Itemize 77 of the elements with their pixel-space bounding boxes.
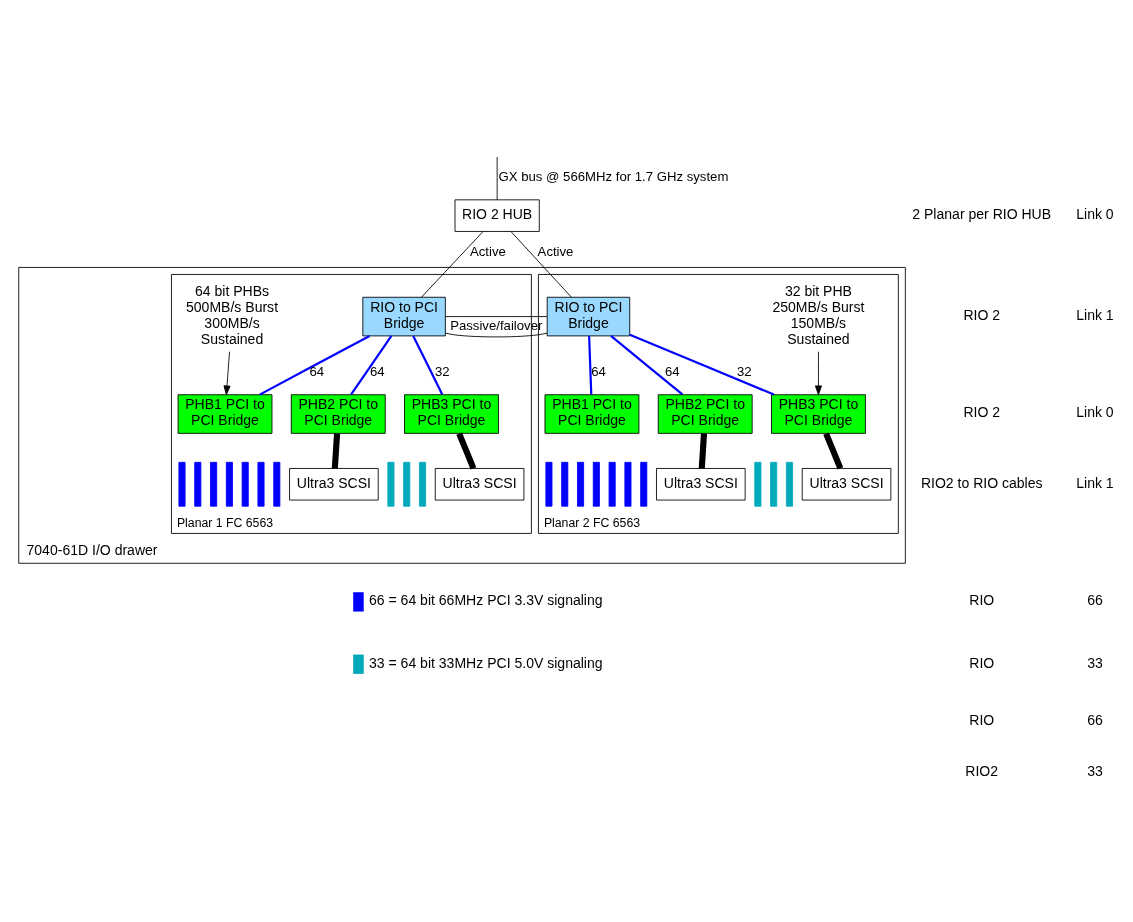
- node-box: PHB2 PCI to PCI Bridge: [657, 394, 753, 434]
- node-bar: [273, 461, 281, 507]
- label: Link 0: [1076, 404, 1114, 421]
- node-bar: [561, 461, 569, 507]
- label: RIO: [969, 711, 995, 728]
- edge-label: Active: [537, 244, 574, 260]
- label: RIO 2: [963, 306, 1001, 323]
- label: RIO: [969, 654, 995, 671]
- node-bar: [178, 461, 186, 507]
- node-text: 32 bit PHB 250MB/s Burst 150MB/s Sustained: [772, 283, 865, 347]
- label: Link 1: [1076, 474, 1114, 491]
- arrow: [223, 351, 231, 396]
- node-box: RIO 2 HUB: [454, 199, 540, 232]
- node-bar: [387, 461, 395, 507]
- connector: [259, 334, 371, 396]
- label: Link 1: [1076, 306, 1114, 323]
- label: RIO: [969, 592, 995, 609]
- connector: [629, 333, 775, 396]
- node-bar: [225, 461, 233, 507]
- label: 33: [1087, 654, 1103, 671]
- connector: [610, 335, 684, 396]
- edge-label: 64: [370, 364, 385, 380]
- edge-label: 32: [736, 364, 752, 380]
- node-bar: [545, 461, 553, 507]
- connector: [588, 335, 593, 395]
- node-box: PHB1 PCI to PCI Bridge: [544, 394, 640, 434]
- node-bar: [785, 461, 793, 507]
- connector: [331, 433, 341, 469]
- node-box: Ultra3 SCSI: [801, 468, 892, 501]
- node-bar: [592, 461, 600, 507]
- arrow: [814, 351, 822, 396]
- node-box: PHB3 PCI to PCI Bridge: [404, 394, 499, 434]
- node-bar: [640, 461, 648, 507]
- connector: [823, 432, 844, 470]
- node-box: PHB3 PCI to PCI Bridge: [771, 394, 866, 434]
- connector: [456, 432, 477, 470]
- label: 66: [1087, 711, 1103, 728]
- node-bar: [194, 461, 202, 507]
- node-box: RIO to PCI Bridge: [362, 296, 446, 337]
- edge-label: Active: [470, 244, 506, 260]
- node-box: PHB1 PCI to PCI Bridge: [177, 394, 273, 434]
- node-box: Ultra3 SCSI: [289, 468, 379, 501]
- connector: [698, 433, 708, 469]
- label: 2 Planar per RIO HUB: [912, 205, 1052, 222]
- node-bar: [210, 461, 218, 507]
- node-box: Ultra3 SCSI: [434, 468, 525, 501]
- connector: [421, 231, 484, 298]
- node-bar: [257, 461, 265, 507]
- label: RIO2: [965, 763, 999, 780]
- connector: [510, 231, 572, 298]
- node-bar: [403, 461, 411, 507]
- connector: [350, 335, 393, 396]
- edge-label: 64: [591, 364, 606, 380]
- node-text: 64 bit PHBs 500MB/s Burst 300MB/s Sustained: [186, 283, 279, 347]
- label: 33: [1087, 763, 1103, 780]
- label: RIO2 to RIO cables: [920, 474, 1043, 491]
- node-bar: [754, 461, 762, 507]
- node-bar: [770, 461, 778, 507]
- node-bar: [608, 461, 616, 507]
- node-bar: [624, 461, 632, 507]
- edge-label: GX bus @ 566MHz for 1.7 GHz system: [498, 169, 729, 185]
- label: RIO 2: [963, 404, 1001, 421]
- node-bar: [577, 461, 585, 507]
- edge-label: 64: [664, 364, 680, 380]
- edge-label: 64: [309, 364, 325, 380]
- label: Link 0: [1076, 205, 1114, 222]
- node-box: RIO to PCI Bridge: [546, 296, 631, 337]
- node-box: Ultra3 SCSI: [656, 468, 746, 501]
- legend-label: 33 = 64 bit 33MHz PCI 5.0V signaling: [368, 654, 603, 671]
- edge-label: 32: [434, 364, 450, 380]
- connector: [496, 156, 498, 201]
- node-bar: [241, 461, 249, 507]
- node-box: PHB2 PCI to PCI Bridge: [290, 394, 386, 434]
- legend-label: 66 = 64 bit 66MHz PCI 3.3V signaling: [368, 592, 603, 609]
- node-bar: [419, 461, 427, 507]
- label: 66: [1087, 592, 1103, 609]
- connector: [412, 335, 444, 395]
